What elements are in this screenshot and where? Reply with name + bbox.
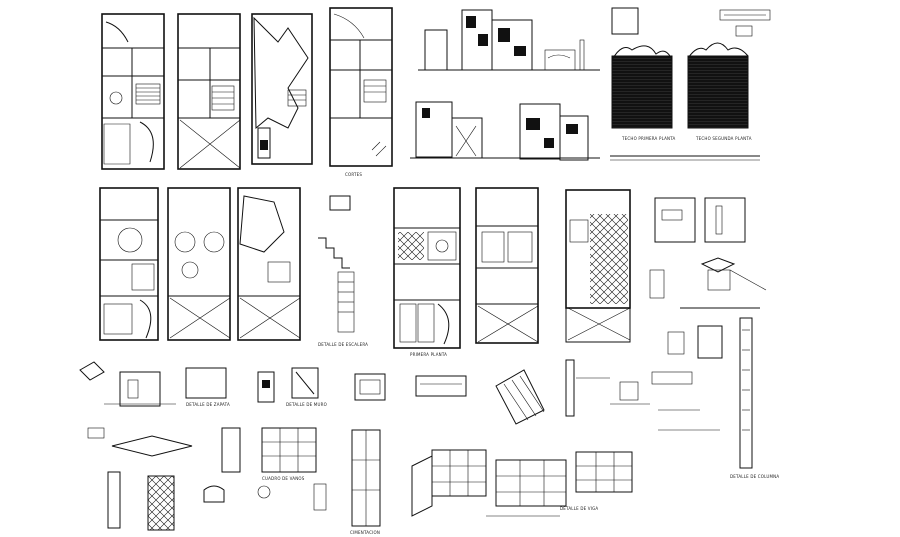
roof-plan-b: TECHO SEGUNDA PLANTA — [687, 42, 752, 141]
zapata-caption: DETALLE DE ZAPATA — [186, 402, 230, 407]
floor-plan-7 — [237, 187, 301, 341]
stair-detail-caption: DETALLE DE ESCALERA — [318, 342, 368, 347]
elevation-side — [410, 101, 600, 161]
cimentacion-caption: CIMENTACION — [350, 530, 380, 535]
details-row-a: DETALLE DE ZAPATA DETALLE DE MURO — [79, 361, 327, 407]
cuadro-caption: CUADRO DE VANOS — [262, 476, 305, 481]
floor-plan-8 — [475, 187, 539, 344]
floor-plan-6 — [167, 187, 231, 341]
viga-caption: DETALLE DE VIGA — [560, 506, 598, 511]
top-right-detail — [610, 9, 771, 161]
floor-plan-3 — [251, 13, 313, 165]
floor-plan-4: CORTES — [329, 7, 393, 177]
primera-planta: PRIMERA PLANTA — [393, 187, 461, 357]
column-detail-right: DETALLE DE COLUMNA — [651, 317, 779, 479]
details-row-b — [354, 359, 650, 425]
floor-plan-5 — [99, 187, 159, 341]
details-row-c: CUADRO DE VANOS — [87, 427, 317, 481]
floor-plan-2 — [177, 13, 241, 170]
cortes-caption: CORTES — [345, 172, 362, 177]
primera-planta-caption: PRIMERA PLANTA — [410, 352, 447, 357]
small-details-right — [649, 197, 767, 309]
roof-plan-a: TECHO PRIMERA PLANTA — [611, 7, 676, 141]
muro-caption: DETALLE DE MURO — [286, 402, 327, 407]
elevation-front — [418, 9, 600, 71]
details-row-d: CIMENTACION — [107, 429, 381, 535]
stair-detail: DETALLE DE ESCALERA — [318, 195, 368, 347]
columna-caption: DETALLE DE COLUMNA — [730, 474, 779, 479]
floor-plan-9-hatched — [565, 189, 631, 343]
roof-plan-a-caption: TECHO PRIMERA PLANTA — [621, 136, 676, 141]
details-row-e: DETALLE DE VIGA — [411, 449, 633, 517]
floor-plan-1 — [101, 13, 165, 170]
roof-plan-b-caption: TECHO SEGUNDA PLANTA — [695, 136, 752, 141]
